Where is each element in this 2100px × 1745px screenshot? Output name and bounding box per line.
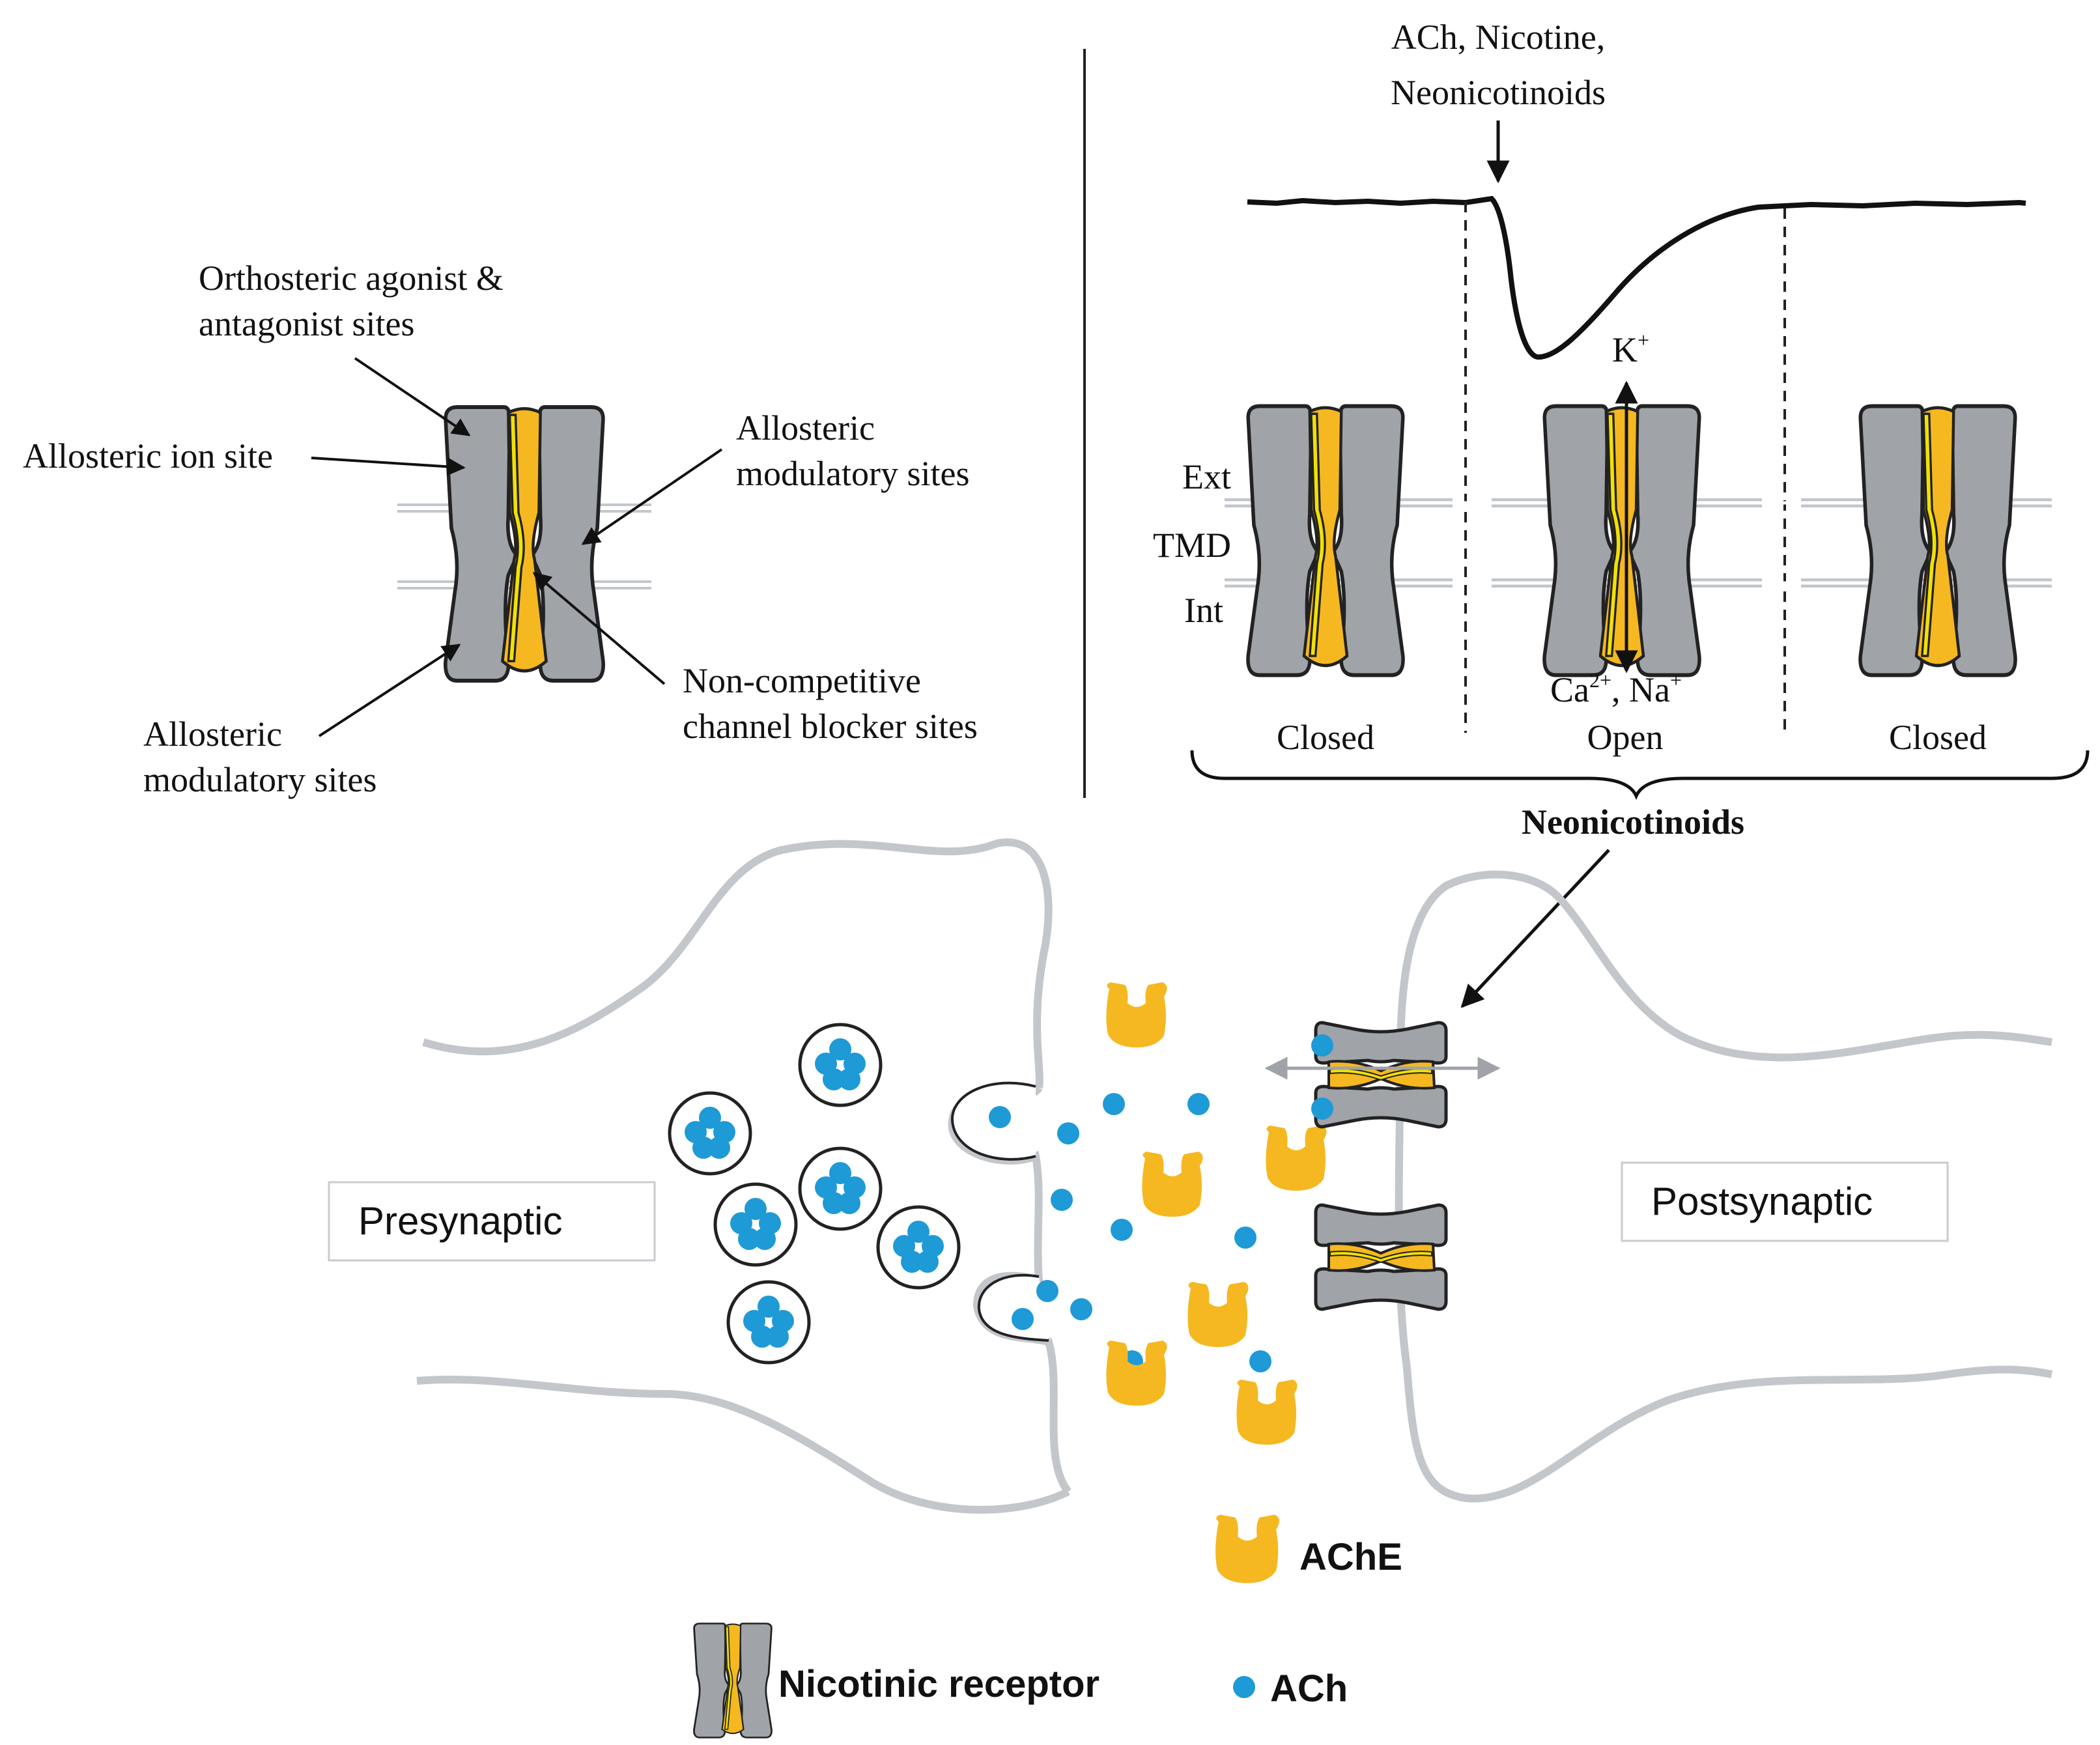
legend-ach-label: ACh [1270, 1667, 1348, 1710]
noncompetitive-arrow [532, 572, 666, 685]
vesicle-3 [800, 1148, 881, 1229]
state-closed-2-label: Closed [1889, 718, 1987, 757]
orthosteric-label-1: Orthosteric agonist & [199, 259, 504, 298]
ligands-label-1: ACh, Nicotine, [1391, 18, 1605, 57]
presynaptic-label: Presynaptic [358, 1199, 562, 1243]
allosteric-mod-bottom-label-2: modulatory sites [143, 760, 376, 799]
ext-label: Ext [1182, 457, 1231, 496]
presynaptic-membrane-top [422, 838, 1053, 1088]
noncompetitive-label-2: channel blocker sites [683, 707, 978, 746]
ache-3 [1142, 1152, 1203, 1217]
allosteric-mod-right-label-1: Allosteric [736, 408, 875, 447]
ache-1 [1106, 982, 1167, 1047]
state-closed-1-label: Closed [1277, 718, 1374, 757]
vesicle-5 [878, 1207, 959, 1288]
legend: AChE Nicotinic receptor ACh [693, 1514, 1402, 1738]
allosteric-ion-arrow [311, 457, 466, 476]
neonicotinoids-arrow [1460, 849, 1610, 1008]
postsynaptic-label: Postsynaptic [1651, 1180, 1873, 1223]
allosteric-mod-bottom-label-1: Allosteric [143, 715, 282, 754]
legend-nicotinic-receptor-icon [693, 1623, 773, 1738]
int-label: Int [1184, 591, 1223, 630]
orthosteric-label-2: antagonist sites [199, 304, 414, 343]
states-brace [1190, 750, 2090, 801]
allosteric-mod-right-arrow [581, 448, 723, 545]
allosteric-ion-label: Allosteric ion site [23, 436, 273, 475]
receptor-open-icon [1544, 406, 1699, 675]
legend-receptor-label: Nicotinic receptor [778, 1663, 1100, 1705]
k-ion-label: K+ [1612, 328, 1649, 369]
presynaptic-box [328, 1181, 656, 1262]
state-open-label: Open [1587, 718, 1664, 757]
noncompetitive-label-1: Non-competitive [683, 661, 921, 700]
allosteric-mod-bottom-arrow [318, 644, 461, 737]
synapse-panel: Presynaptic Postsynaptic [328, 838, 2053, 1514]
ca-na-label: Ca2+, Na+ [1550, 668, 1682, 709]
vesicle-6 [728, 1282, 809, 1363]
ache-2 [1266, 1126, 1327, 1191]
receptor-sites-panel: Orthosteric agonist & antagonist sites A… [23, 259, 978, 799]
postsynaptic-box [1621, 1161, 1949, 1242]
postsynaptic-receptor-2-icon [1316, 1205, 1446, 1309]
gating-panel: ACh, Nicotine, Neonicotinoids K+ Ext TMD… [1153, 18, 2090, 1008]
neonicotinoids-label: Neonicotinoids [1522, 802, 1744, 842]
nicotinic-receptor-icon [446, 407, 603, 681]
receptor-closed-1-icon [1248, 406, 1403, 675]
postsynaptic-membrane [1395, 870, 2053, 1503]
ligands-label-2: Neonicotinoids [1391, 73, 1606, 112]
ache-6 [1236, 1380, 1298, 1445]
allosteric-mod-right-label-2: modulatory sites [736, 454, 969, 493]
postsynaptic-receptor-1-icon [1316, 1023, 1446, 1127]
receptor-closed-2-icon [1860, 406, 2015, 675]
ache-5 [1106, 1341, 1167, 1406]
vesicle-2 [670, 1093, 750, 1174]
vesicle-4 [715, 1184, 796, 1265]
orthosteric-arrow [354, 357, 471, 436]
presynaptic-membrane-bottom [416, 1375, 1070, 1514]
ach-molecule-icon [1233, 1676, 1255, 1698]
ache-4 [1187, 1282, 1249, 1347]
legend-ache-label: AChE [1299, 1536, 1402, 1578]
ache-enzyme-icon [1215, 1514, 1279, 1583]
vesicle-1 [800, 1025, 881, 1105]
tmd-label: TMD [1153, 526, 1231, 565]
current-trace [1247, 195, 2026, 360]
